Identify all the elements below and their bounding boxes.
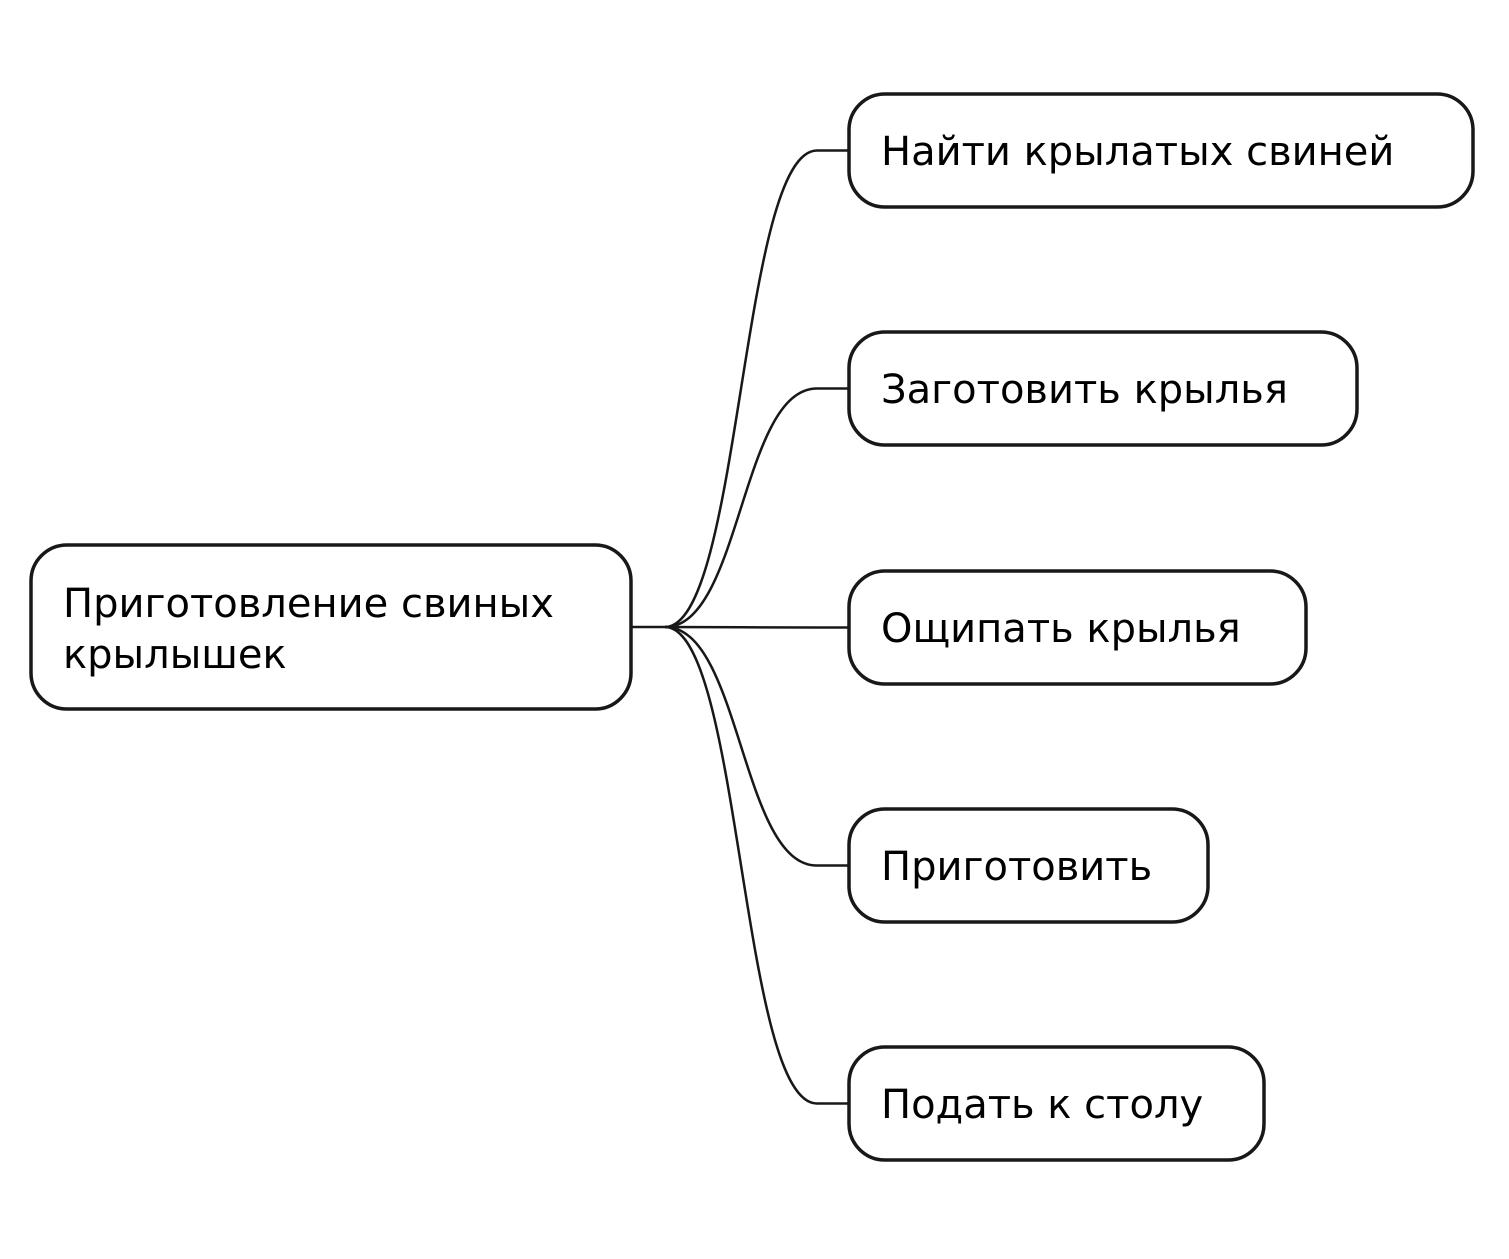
child-node[interactable]: Ощипать крылья bbox=[847, 569, 1308, 686]
connector-line bbox=[664, 625, 849, 1105]
child-node-box bbox=[847, 330, 1359, 447]
child-node-label: Приготовить bbox=[881, 844, 1152, 890]
child-node-label: Подать к столу bbox=[881, 1082, 1203, 1128]
child-node[interactable]: Подать к столу bbox=[847, 1045, 1266, 1162]
connector-line bbox=[664, 625, 849, 629]
root-node-label-line-2: крылышек bbox=[63, 632, 287, 678]
child-node-label: Ощипать крылья bbox=[881, 606, 1241, 652]
child-node-box bbox=[847, 92, 1475, 209]
connectors bbox=[631, 149, 849, 1105]
child-node-label: Заготовить крылья bbox=[881, 367, 1288, 413]
child-node-box bbox=[847, 569, 1308, 686]
child-node[interactable]: Найти крылатых свиней bbox=[847, 92, 1475, 209]
connector-line bbox=[664, 625, 849, 867]
connector-line bbox=[664, 387, 849, 629]
child-node-label: Найти крылатых свиней bbox=[881, 129, 1394, 175]
root-node-box bbox=[29, 543, 633, 711]
child-node[interactable]: Заготовить крылья bbox=[847, 330, 1359, 447]
root-node[interactable]: Приготовление свиных крылышек bbox=[29, 543, 633, 711]
child-node-box bbox=[847, 1045, 1266, 1162]
connector-line bbox=[664, 149, 849, 629]
root-node-label-line-1: Приготовление свиных bbox=[63, 581, 554, 627]
child-node-box bbox=[847, 807, 1210, 924]
child-node[interactable]: Приготовить bbox=[847, 807, 1210, 924]
